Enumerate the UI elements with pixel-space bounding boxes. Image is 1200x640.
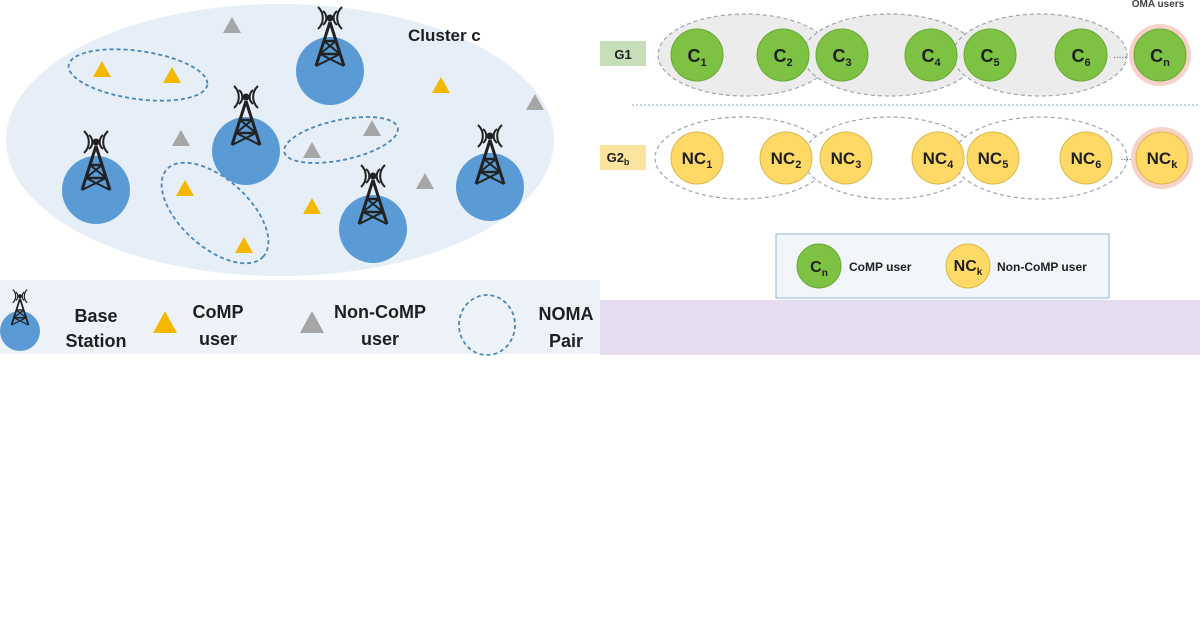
group1-label: G1 [614, 47, 631, 62]
non-comp-user-node: NC4 [911, 131, 965, 185]
noma-pair-ellipse [160, 161, 270, 265]
noma-pair-ellipse [283, 116, 399, 164]
non-comp-user-triangle [172, 130, 190, 146]
group2-users: NC1 NC2 NC3 NC4 NC5 NC6 [670, 131, 1113, 185]
legend-comp-user-node [796, 243, 842, 289]
non-comp-user-triangle [526, 94, 544, 110]
comp-user-node: C4 [904, 28, 958, 82]
non-comp-user-triangle [223, 17, 241, 33]
legend-non-comp-user-icon [300, 311, 324, 333]
comp-user-label: C6 [1071, 46, 1090, 69]
legend-noma-pair-icon [458, 294, 516, 356]
group1-row: G1 C1 C2 C3 C4 [600, 13, 1191, 97]
comp-user-triangle [235, 237, 253, 253]
base-station [456, 123, 524, 221]
oma-users-label: OMA users [1132, 0, 1185, 10]
comp-user-node: C1 [670, 28, 724, 82]
legend-base-station-icon [0, 288, 40, 351]
non-comp-user-node: NC3 [819, 131, 873, 185]
non-comp-user-node: NC2 [759, 131, 813, 185]
group2-label-box [600, 145, 646, 170]
non-comp-user-label: NC2 [771, 149, 802, 171]
legend-noma-pair-line2: Pair [549, 331, 583, 351]
legend-non-comp-user-line1: Non-CoMP [334, 302, 426, 322]
non-comp-user-label: NC3 [831, 149, 862, 171]
legend-comp-user-text: CoMP user [849, 260, 912, 274]
left-legend: Base Station CoMP user Non-CoMP user NOM… [0, 280, 600, 356]
comp-user-label: C4 [921, 46, 941, 69]
comp-user-triangle [163, 67, 181, 83]
comp-user-triangle [176, 180, 194, 196]
comp-user-triangle [93, 61, 111, 77]
non-comp-user-node: NC5 [966, 131, 1020, 185]
noma-pairs [67, 48, 399, 265]
legend-noma-pair-line1: NOMA [539, 304, 594, 324]
noma-pair-ellipse [67, 48, 209, 102]
left-legend-background [0, 280, 600, 354]
comp-user-node: C2 [756, 28, 810, 82]
comp-user-node: C5 [963, 28, 1017, 82]
non-comp-user-label: NC1 [682, 149, 713, 171]
comp-user-label: C3 [832, 46, 851, 69]
comp-user-label: C2 [773, 46, 792, 69]
group2-oma-user: NCk [1131, 127, 1193, 189]
comp-user-label: C1 [687, 46, 706, 69]
legend-comp-user-line1: CoMP [193, 302, 244, 322]
cluster-region: Cluster c [6, 4, 554, 276]
comp-user-node: C6 [1054, 28, 1108, 82]
group2-label: G2b [607, 150, 630, 167]
cluster-ellipse [6, 4, 554, 276]
comp-user-triangle [303, 198, 321, 214]
base-station [62, 129, 130, 224]
group1-label-box [600, 41, 646, 66]
legend-base-station-line1: Base [74, 306, 117, 326]
group2-ellipsis: .... [1120, 152, 1131, 163]
legend-comp-user-symbol: Cn [810, 259, 828, 279]
legend-non-comp-user-text: Non-CoMP user [997, 260, 1087, 274]
non-comp-user-triangle [303, 142, 321, 158]
non-comp-user-node: NC6 [1059, 131, 1113, 185]
legend-non-comp-user-node [945, 243, 991, 289]
purple-band [600, 300, 1200, 355]
legend-non-comp-user-line2: user [361, 329, 399, 349]
comp-user-node: C3 [815, 28, 869, 82]
legend-non-comp-user-symbol: NCk [954, 258, 983, 278]
group2-row: G2b NC1 NC2 NC3 NC4 [600, 116, 1193, 200]
base-station [212, 84, 280, 185]
non-comp-user-triangle [416, 173, 434, 189]
comp-user-label: C5 [980, 46, 999, 69]
group1-ellipsis: ..... [1113, 50, 1127, 61]
oma-user-label: NCk [1147, 149, 1179, 171]
non-comp-user-label: NC4 [923, 149, 955, 171]
non-comp-user-label: NC5 [978, 149, 1009, 171]
group1-oma-user: Cn [1129, 24, 1191, 86]
non-comp-user-node: NC1 [670, 131, 724, 185]
non-comp-user-label: NC6 [1071, 149, 1102, 171]
comp-user-triangle [432, 77, 450, 93]
comp-users [93, 61, 450, 253]
group1-users: C1 C2 C3 C4 C5 C6 [670, 28, 1108, 82]
legend-comp-user-icon [153, 311, 177, 333]
oma-user-label: Cn [1150, 46, 1170, 69]
non-comp-user-triangle [363, 120, 381, 136]
right-legend: Cn CoMP user NCk Non-CoMP user [775, 233, 1110, 299]
legend-comp-user-line2: user [199, 329, 237, 349]
base-station [296, 5, 364, 105]
group2-pair-ellipses [654, 116, 1128, 200]
base-station [339, 163, 407, 263]
legend-base-station-line2: Station [66, 331, 127, 351]
base-stations [62, 5, 524, 263]
cluster-label: Cluster c [408, 26, 481, 45]
non-comp-users [172, 17, 544, 189]
